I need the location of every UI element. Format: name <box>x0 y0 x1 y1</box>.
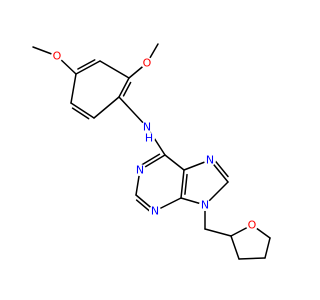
o-thf-atom-label: O <box>248 219 257 232</box>
bond-line <box>93 96 120 119</box>
n3-atom-label-bg <box>149 205 161 217</box>
bond-line <box>180 169 185 199</box>
bond-line <box>238 257 266 260</box>
n1-atom-label-bg <box>134 164 146 176</box>
bond-line <box>118 77 130 98</box>
o-thf-atom-label-bg <box>246 219 258 231</box>
o4-atom-label: O <box>53 50 62 63</box>
bond-line <box>184 173 188 195</box>
o2-atom-label: O <box>143 57 152 70</box>
bond-line <box>122 81 132 97</box>
n7-atom-label-bg <box>204 154 216 166</box>
bond-line <box>118 96 148 128</box>
h-amine-atom-label: H <box>145 132 153 145</box>
h-amine-atom-label-bg <box>143 132 155 144</box>
bond-line <box>135 199 151 213</box>
bond-line <box>214 160 229 178</box>
bond-line <box>71 107 90 120</box>
n3-atom-label: N <box>151 205 159 218</box>
n9-atom-label-bg <box>199 199 211 211</box>
bond-line <box>75 60 101 75</box>
bond-line <box>70 73 77 104</box>
n1-atom-label: N <box>136 164 144 177</box>
bond-lines <box>32 43 271 260</box>
bond-line <box>204 228 232 237</box>
o2-atom-label-bg <box>141 57 153 69</box>
bond-line <box>164 154 185 171</box>
bond-line <box>77 59 96 70</box>
n-amine-atom-label: N <box>143 121 151 134</box>
bond-line <box>99 60 130 79</box>
bond-line <box>141 153 161 166</box>
bond-line <box>230 235 240 260</box>
o4-atom-label-bg <box>51 50 63 62</box>
n-amine-atom-label-bg <box>141 121 153 133</box>
n7-atom-label: N <box>206 154 214 167</box>
bond-line <box>70 102 95 119</box>
n9-atom-label: N <box>201 199 209 212</box>
bond-line <box>264 237 271 259</box>
